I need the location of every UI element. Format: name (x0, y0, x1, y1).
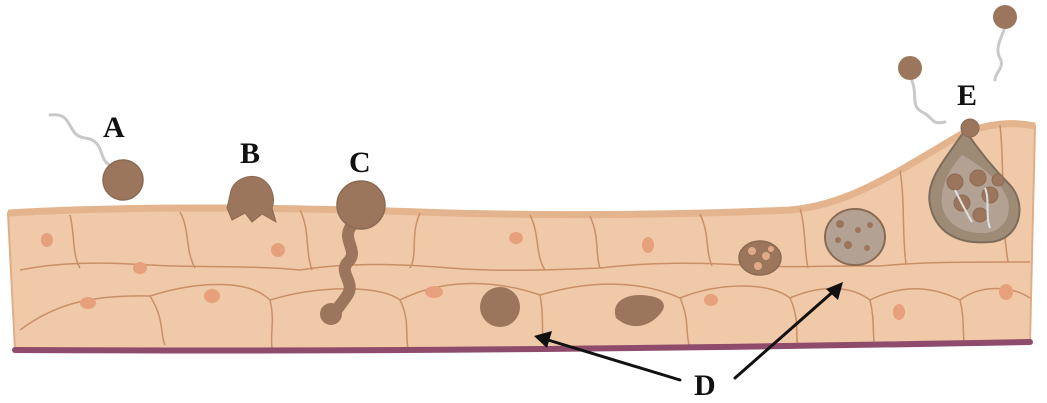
label-a: A (103, 111, 125, 144)
stage-a-free-parasite (50, 115, 143, 200)
label-d: D (694, 369, 716, 402)
label-b: B (240, 137, 260, 170)
label-e: E (957, 79, 977, 112)
label-c: C (349, 146, 371, 179)
stage-b-attaching-parasite (227, 176, 276, 222)
